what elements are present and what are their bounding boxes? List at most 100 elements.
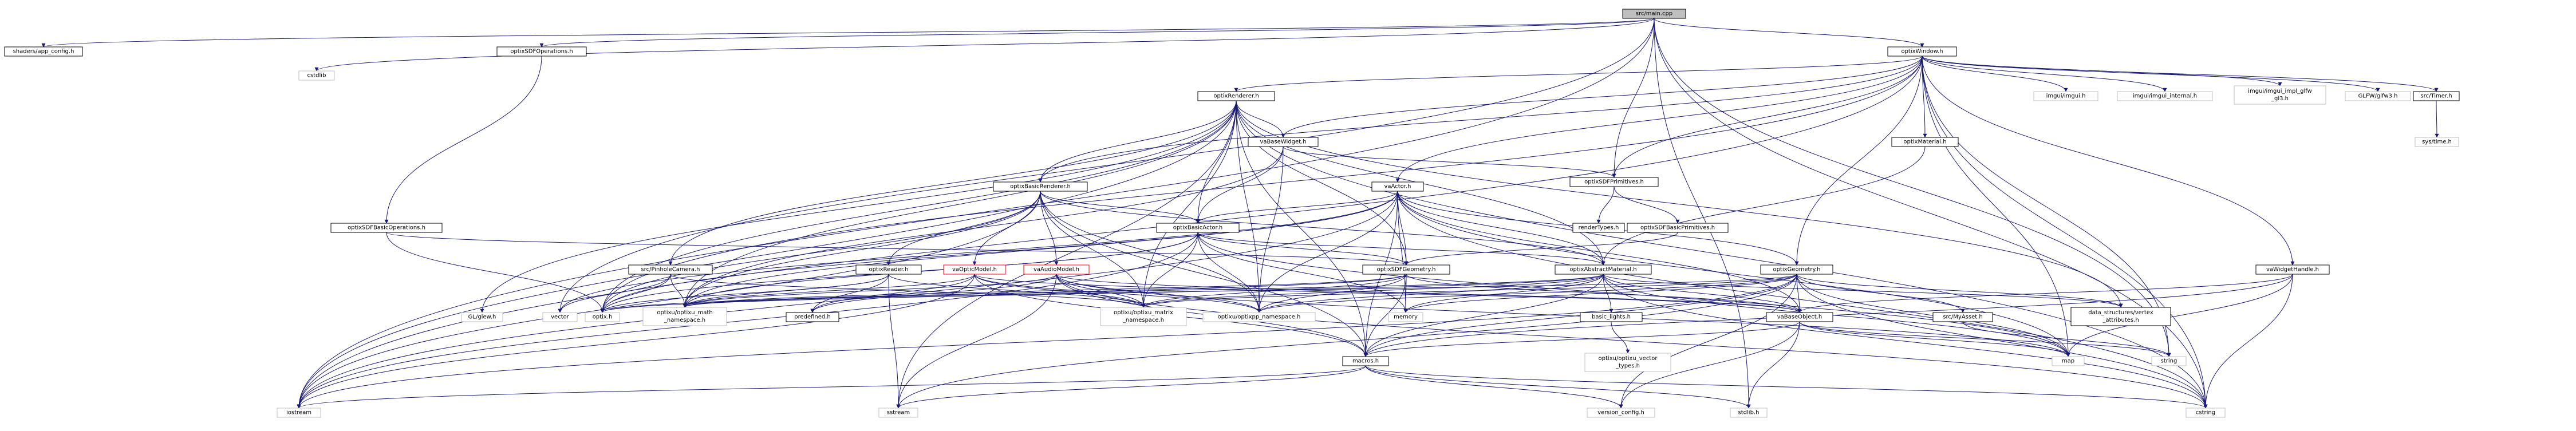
edge-renderer-to-dsattrs	[1236, 100, 2123, 308]
node-box	[786, 312, 839, 322]
node-myasset[interactable]: src/MyAsset.h	[1932, 312, 1993, 322]
node-sdfgeom[interactable]: optixSDFGeometry.h	[1362, 264, 1450, 275]
node-opticmodel[interactable]: vaOpticModel.h	[943, 264, 1006, 275]
edge-geometry-to-matrixns2	[1141, 274, 1797, 308]
edge	[1038, 56, 1923, 183]
edge	[2435, 100, 2439, 138]
edge-basicrenderer-to-opticmodel	[972, 191, 1041, 266]
node-camera[interactable]: src/PinholeCamera.h	[628, 264, 713, 275]
node-actor[interactable]: vaActor.h	[1371, 181, 1424, 192]
edge	[1196, 191, 1398, 224]
node-absmaterial[interactable]: optixAbstractMaterial.h	[1555, 264, 1652, 275]
node-box	[1202, 312, 1316, 322]
edge	[600, 56, 1923, 313]
node-audiomodel[interactable]: vaAudioModel.h	[1023, 264, 1090, 275]
node-window[interactable]: optixWindow.h	[1887, 46, 1957, 57]
node-rendertypes[interactable]: renderTypes.h	[1572, 223, 1625, 233]
node-label: cstdlib	[307, 73, 326, 79]
edge	[683, 274, 1407, 308]
node-label: optixSDFBasicOperations.h	[348, 225, 425, 231]
edge	[1796, 274, 2070, 357]
edge-absmaterial-to-memory	[1403, 274, 1604, 313]
edge	[1040, 191, 1605, 266]
edge	[1654, 18, 2171, 357]
node-label: _namespace.h	[1122, 317, 1164, 323]
edge	[2066, 274, 2293, 357]
edge-audiomodel-to-cstring	[1056, 274, 2208, 409]
node-widgethandle[interactable]: vaWidgetHandle.h	[2255, 264, 2330, 275]
edge	[896, 365, 1366, 409]
node-label: imgui/imgui.h	[2046, 93, 2086, 100]
edge	[1799, 321, 2070, 357]
node-box	[2345, 91, 2411, 101]
node-reader[interactable]: optixReader.h	[855, 264, 922, 275]
node-label: iostream	[286, 410, 311, 416]
node-renderer[interactable]: optixRenderer.h	[1197, 91, 1275, 101]
edge	[1397, 191, 2208, 409]
edge-absmaterial-to-cstring	[1603, 274, 2208, 409]
edge-macros-to-cstring	[1365, 365, 2208, 409]
edge-macros-to-stdlib	[1365, 365, 1751, 409]
edge	[314, 18, 1655, 72]
edge	[1196, 146, 1284, 224]
node-label: map	[2062, 358, 2074, 365]
node-box	[2413, 91, 2460, 101]
node-label: src/Timer.h	[2420, 93, 2452, 100]
node-macros[interactable]: macros.h	[1342, 356, 1389, 366]
node-geometry[interactable]: optixGeometry.h	[1760, 264, 1833, 275]
node-label: optixRenderer.h	[1213, 93, 1259, 100]
node-timer[interactable]: src/Timer.h	[2413, 91, 2460, 101]
edge	[2203, 274, 2293, 409]
node-predefined[interactable]: predefined.h	[786, 312, 839, 322]
edge-window-to-geometry	[1794, 56, 1923, 266]
node-label: optixSDFGeometry.h	[1377, 267, 1436, 273]
edge-baseobject-to-stdlib	[1746, 321, 1800, 409]
node-dsattrs[interactable]: data_structures/vertex_attributes.h	[2070, 307, 2171, 326]
edge	[1796, 274, 1802, 313]
edge	[1922, 56, 2167, 92]
node-sdfprim[interactable]: optixSDFPrimitives.h	[1569, 177, 1659, 187]
node-cstring: cstring	[2186, 408, 2226, 418]
edge-window-to-timer	[1922, 56, 2439, 92]
edge	[683, 274, 1604, 308]
edge-window-to-widgethandle	[1922, 56, 2295, 266]
node-vectortypes: optixu/optixu_vector_types.h	[1584, 353, 1671, 372]
edge-baseobject-to-map	[1799, 321, 2070, 357]
node-label: optixReader.h	[869, 267, 908, 273]
node-sdfbasicprim[interactable]: optixSDFBasicPrimitives.h	[1627, 223, 1729, 233]
edge-sdfbasicops-to-sdfgeom	[386, 232, 1409, 266]
edge-actor-to-iostream	[297, 191, 1398, 409]
node-matrixns2: optixu/optixu_matrix_namespace.h	[1100, 307, 1187, 326]
edge-main-to-iostream	[297, 18, 1655, 409]
edge	[670, 274, 1146, 308]
node-sdfbasicops[interactable]: optixSDFBasicOperations.h	[330, 223, 443, 233]
edge	[896, 274, 1057, 409]
edge-sdfgeom-to-optixppns	[1257, 274, 1407, 313]
node-box	[277, 408, 321, 418]
edge	[896, 100, 1237, 409]
edge	[1922, 56, 2295, 266]
node-basiclights[interactable]: basic_lights.h	[1580, 312, 1643, 322]
node-baseobject[interactable]: vaBaseObject.h	[1766, 312, 1833, 322]
edge-basewidget-to-matrixns	[683, 146, 1284, 308]
edge-window-to-basewidget	[1281, 56, 1923, 138]
node-box	[461, 312, 503, 322]
node-label: src/PinholeCamera.h	[641, 267, 700, 273]
node-appcfg[interactable]: shaders/app_config.h	[4, 46, 83, 57]
node-material[interactable]: optixMaterial.h	[1891, 137, 1959, 147]
node-sdfops[interactable]: optixSDFOperations.h	[496, 46, 587, 57]
edge	[1614, 186, 1680, 224]
edge-sdfbasicprim-to-sdfgeom	[1404, 232, 1678, 266]
edge-audiomodel-to-sstream	[896, 274, 1057, 409]
node-basicactor[interactable]: optixBasicActor.h	[1156, 223, 1240, 233]
edge-window-to-renderer	[1234, 56, 1923, 92]
node-label: src/main.cpp	[1636, 11, 1672, 17]
edge	[1397, 191, 1605, 266]
node-versioncfg: version_config.h	[1587, 408, 1655, 418]
edge	[297, 232, 1198, 409]
node-main[interactable]: src/main.cpp	[1622, 9, 1686, 19]
edge	[1603, 274, 1802, 313]
node-box	[878, 408, 918, 418]
node-basicrenderer[interactable]: optixBasicRenderer.h	[993, 181, 1088, 192]
node-basewidget[interactable]: vaBaseWidget.h	[1248, 137, 1319, 147]
